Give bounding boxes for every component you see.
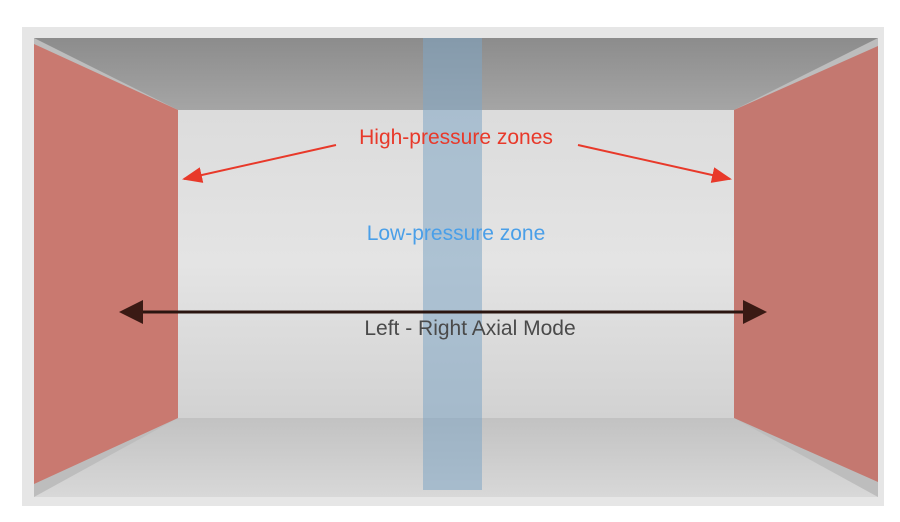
low-pressure-label: Low-pressure zone <box>367 222 546 245</box>
right-high-pressure-wall <box>734 46 878 482</box>
arrow-left-high-pressure <box>182 144 337 183</box>
low-pressure-strip <box>423 38 482 490</box>
left-high-pressure-wall <box>34 44 178 484</box>
arrow-right-high-pressure <box>577 144 732 183</box>
high-pressure-label: High-pressure zones <box>359 126 553 149</box>
axial-mode-label: Left - Right Axial Mode <box>364 317 575 340</box>
